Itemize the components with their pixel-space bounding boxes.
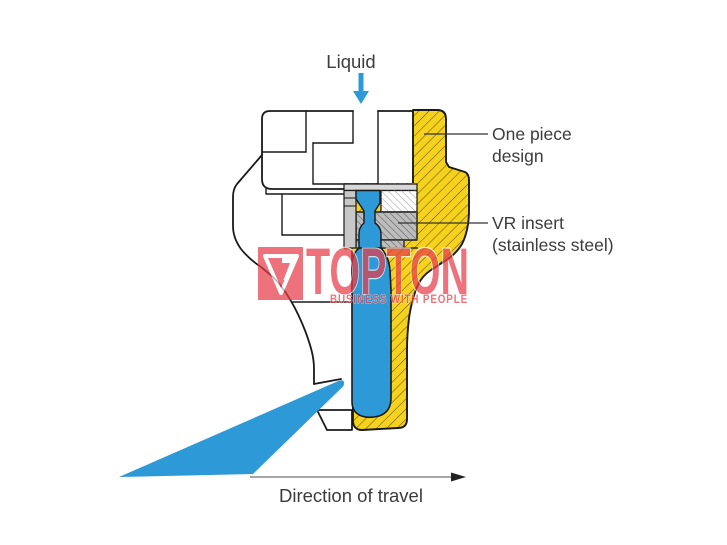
direction-of-travel: Direction of travel — [250, 472, 466, 506]
direction-arrow-head-icon — [451, 472, 466, 482]
spray-fan — [119, 380, 344, 477]
liquid-main-channel — [351, 247, 392, 419]
insert-seat-strip — [343, 183, 418, 192]
watermark-slogan: BUSINESS WITH PEOPLE — [330, 294, 468, 306]
body-yellow-outline — [351, 109, 470, 431]
watermark-logo-icon — [258, 247, 303, 300]
cap-outline — [261, 110, 414, 190]
watermark-brand: TOPTON — [306, 234, 469, 308]
liquid-channel — [351, 189, 392, 419]
tip-trapezoid — [316, 409, 353, 431]
insert-left-column — [343, 189, 357, 249]
one-piece-label-line1: One piece — [492, 124, 572, 144]
liquid-inlet: Liquid — [326, 51, 376, 104]
tip-beak-line — [313, 378, 342, 385]
liquid-arrow-icon — [353, 73, 369, 104]
vr-insert-label-line1: VR insert — [492, 213, 564, 233]
liquid-label: Liquid — [326, 51, 375, 72]
body-silhouette — [232, 154, 315, 385]
annotations: One piece design VR insert (stainless st… — [398, 124, 614, 255]
insert-hatched-block-hatch — [381, 190, 417, 212]
vr-insert-label-line2: (stainless steel) — [492, 235, 614, 255]
one-piece-label-line2: design — [492, 146, 544, 166]
watermark: TOPTON BUSINESS WITH PEOPLE — [258, 233, 470, 309]
direction-label: Direction of travel — [279, 485, 423, 506]
vr-insert — [343, 183, 418, 249]
cap-internal-lines — [261, 110, 379, 195]
